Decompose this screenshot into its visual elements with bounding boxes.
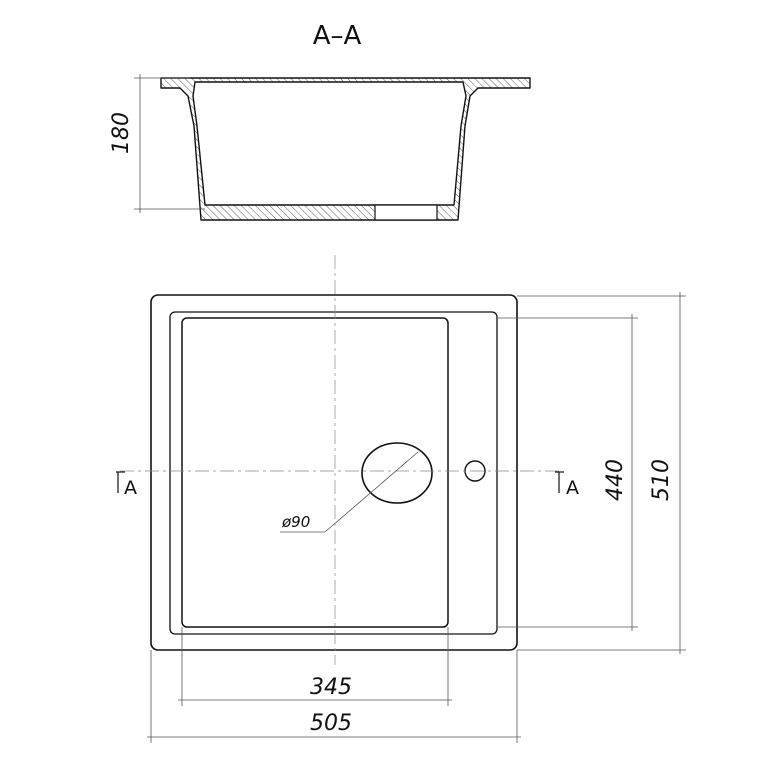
inner-height-label: 440 (603, 459, 628, 501)
dimension-outer-width (147, 650, 521, 743)
sink-cross-section (160, 77, 531, 221)
section-marker-left-label: A (124, 477, 137, 499)
drain-diameter-leader (280, 451, 419, 533)
outer-width-label: 505 (310, 711, 352, 736)
section-marker-right-label: A (566, 477, 579, 499)
center-lines (120, 255, 560, 665)
section-marker-right (555, 471, 564, 493)
outer-height-label: 510 (649, 459, 674, 501)
sink-bowl (181, 317, 449, 628)
drain-hole (361, 442, 433, 504)
dimension-inner-height (497, 314, 638, 631)
drain-opening-cut (374, 204, 438, 221)
depth-label: 180 (109, 112, 134, 154)
section-hatched-wall (160, 77, 531, 221)
bowl-width-label: 345 (310, 675, 352, 700)
section-marker-left (116, 471, 125, 493)
dimension-outer-height (517, 292, 686, 654)
dimension-bowl-width (178, 627, 452, 706)
sink-plan-view (150, 294, 518, 651)
dimension-depth (134, 74, 205, 213)
sink-outer-rim (150, 294, 518, 651)
drain-diameter-label: ø90 (281, 513, 310, 531)
section-title: A–A (313, 21, 362, 51)
sink-inner-ledge (169, 311, 498, 635)
